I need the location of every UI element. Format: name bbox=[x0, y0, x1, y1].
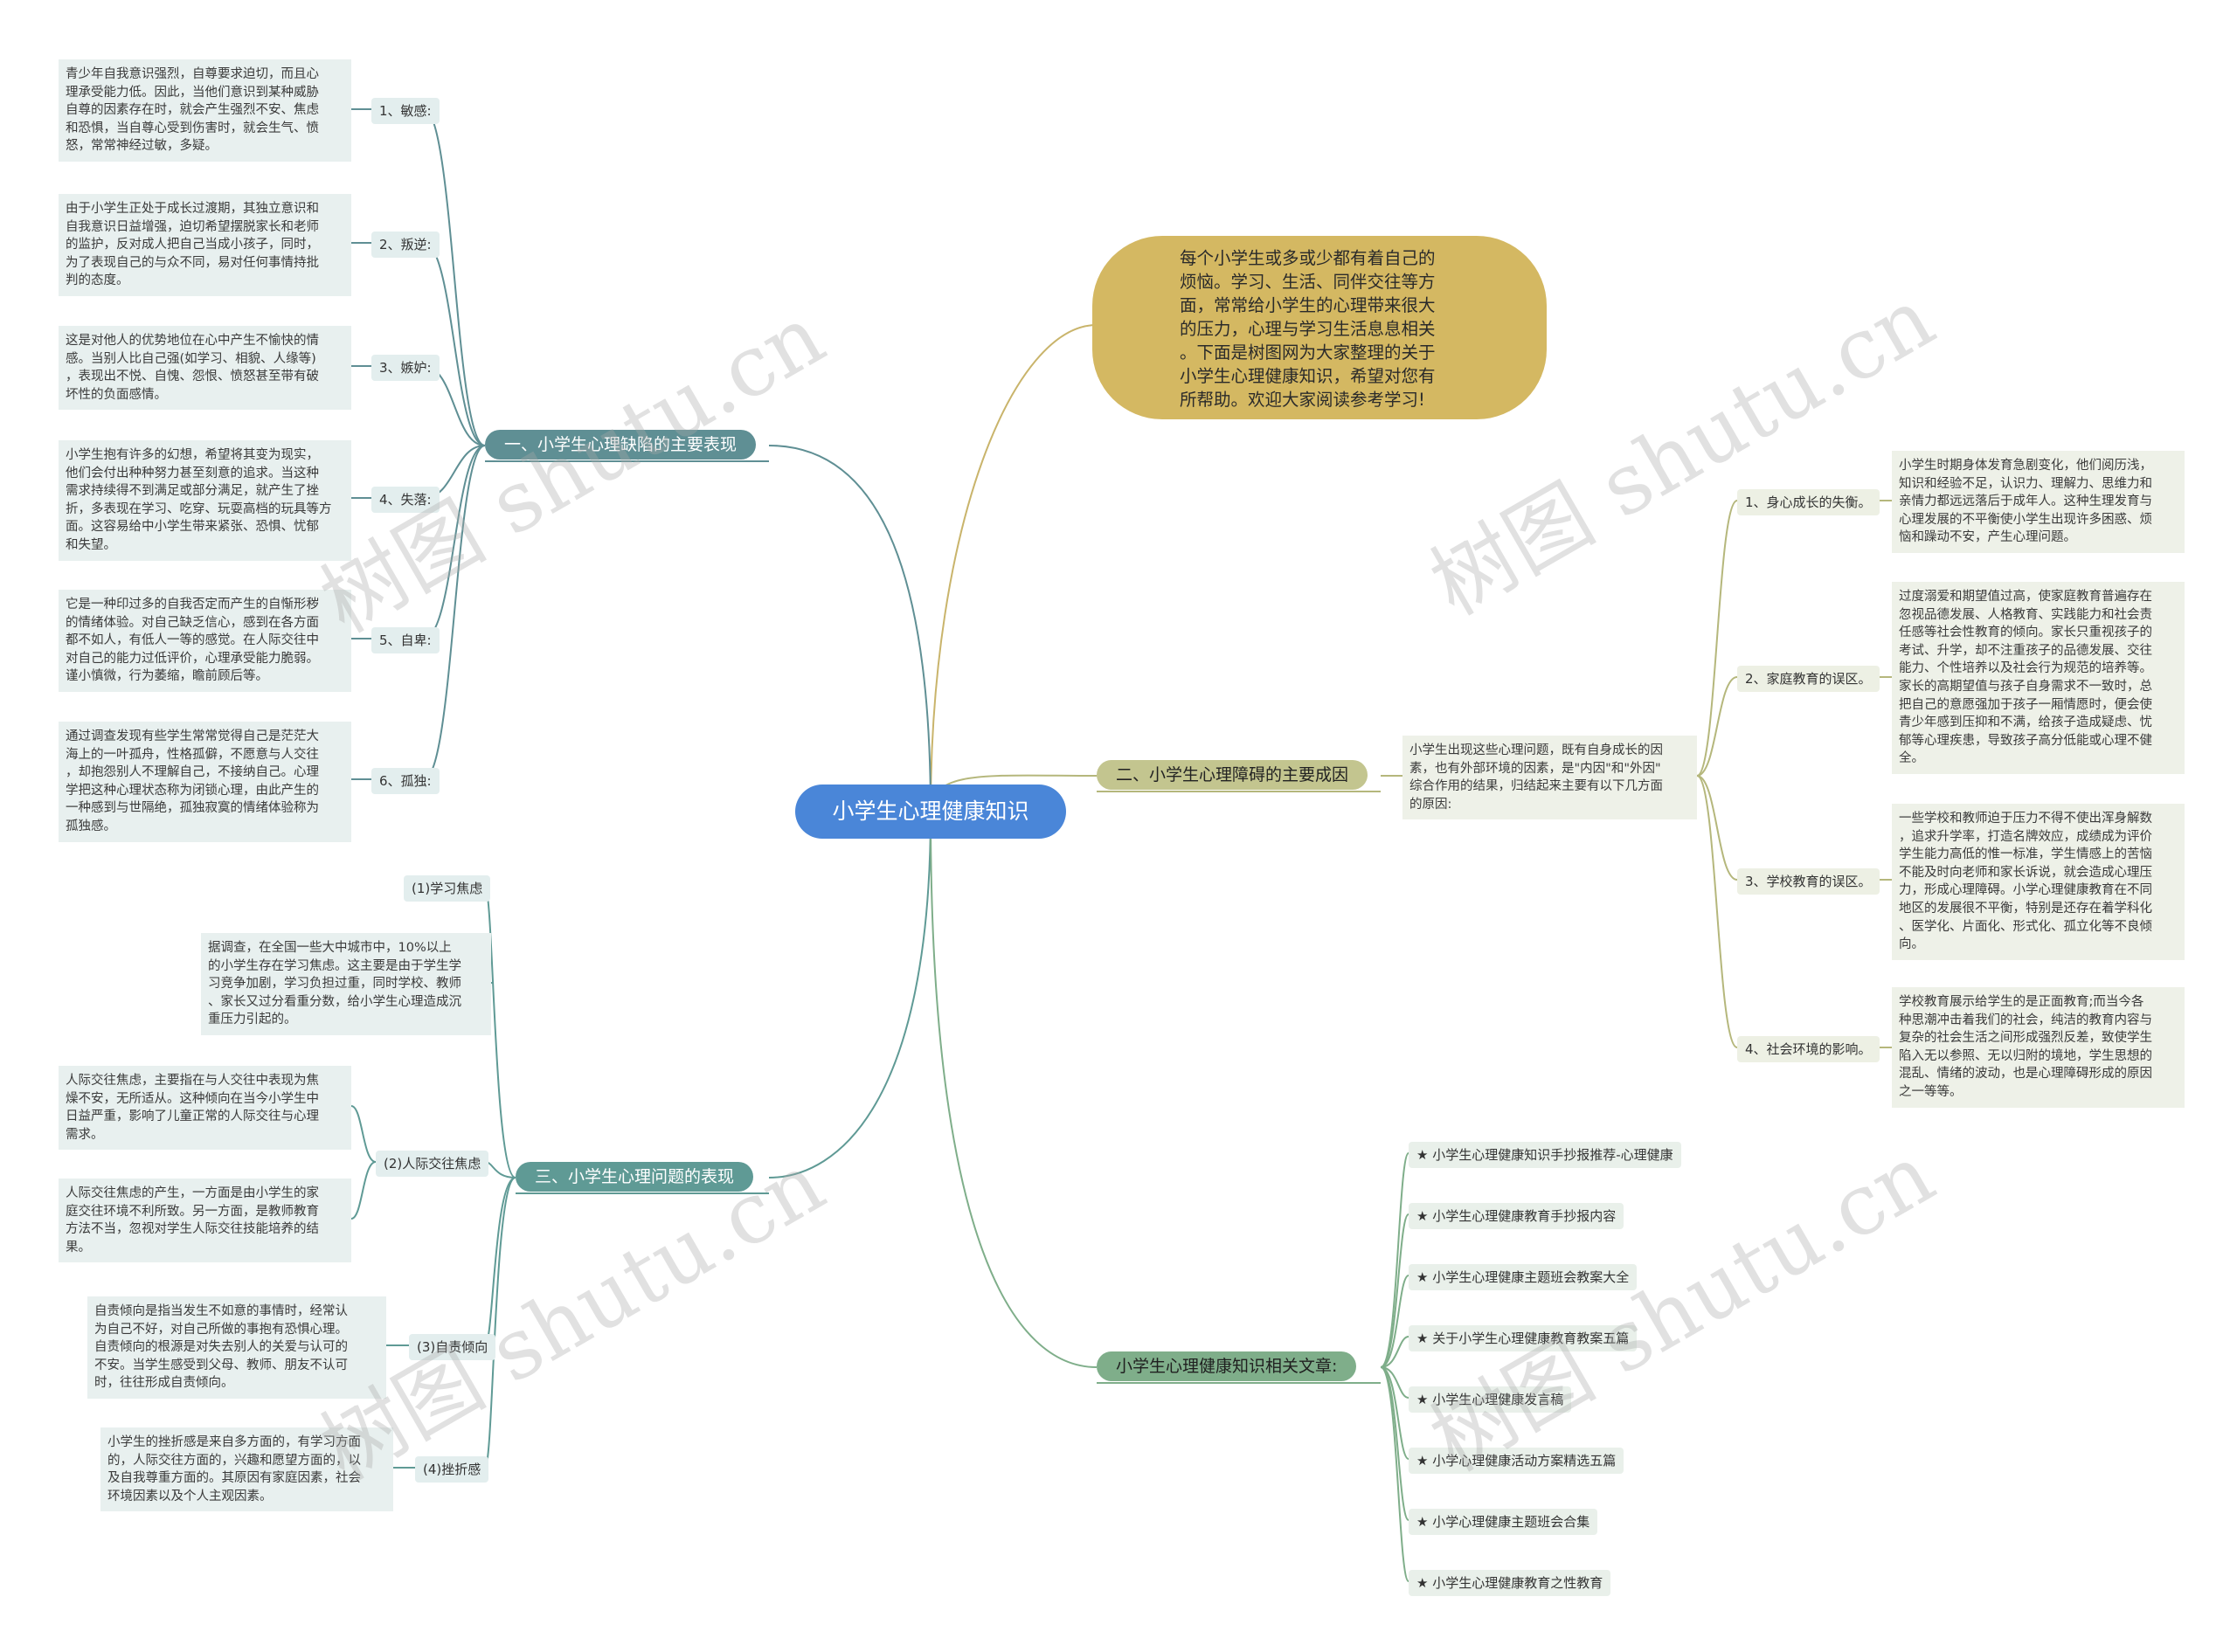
related-article-link[interactable]: ★ 小学生心理健康发言稿 bbox=[1409, 1386, 1572, 1413]
b2-item-label[interactable]: 3、学校教育的误区。 bbox=[1737, 868, 1880, 895]
b2-item-label[interactable]: 2、家庭教育的误区。 bbox=[1737, 666, 1880, 692]
branch-2-title[interactable]: 二、小学生心理障碍的主要成因 bbox=[1097, 760, 1368, 790]
b3-item-label[interactable]: (3)自责倾向 bbox=[409, 1334, 496, 1360]
b2-item-label[interactable]: 4、社会环境的影响。 bbox=[1737, 1036, 1880, 1062]
root-node[interactable]: 小学生心理健康知识 bbox=[795, 785, 1066, 839]
b1-item-text: 小学生抱有许多的幻想，希望将其变为现实， 他们会付出种种努力甚至刻意的追求。当这… bbox=[59, 440, 351, 561]
related-article-link[interactable]: ★ 小学生心理健康教育手抄报内容 bbox=[1409, 1203, 1624, 1229]
b3-item-text: 自责倾向是指当发生不如意的事情时，经常认 为自己不好，对自己所做的事抱有恐惧心理… bbox=[87, 1296, 386, 1399]
branch-4-title[interactable]: 小学生心理健康知识相关文章: bbox=[1097, 1351, 1357, 1381]
b3-item-label[interactable]: (2)人际交往焦虑 bbox=[376, 1151, 489, 1177]
b2-item-text: 小学生时期身体发育急剧变化，他们阅历浅， 知识和经验不足，认识力、理解力、思维力… bbox=[1892, 451, 2185, 553]
related-article-link[interactable]: ★ 小学生心理健康主题班会教案大全 bbox=[1409, 1264, 1638, 1290]
b3-item-text: 人际交往焦虑，主要指在与人交往中表现为焦 燥不安，无所适从。这种倾向在当今小学生… bbox=[59, 1066, 351, 1151]
branch-3-title[interactable]: 三、小学生心理问题的表现 bbox=[516, 1162, 754, 1192]
b1-item-label[interactable]: 4、失落: bbox=[371, 487, 440, 513]
b2-item-text: 学校教育展示给学生的是正面教育;而当今各 种思潮冲击着我们的社会，纯洁的教育内容… bbox=[1892, 987, 2185, 1108]
b3-item-label[interactable]: (4)挫折感 bbox=[415, 1456, 489, 1483]
related-article-link[interactable]: ★ 小学生心理健康知识手抄报推荐-心理健康 bbox=[1409, 1142, 1681, 1168]
b3-item-label[interactable]: (1)学习焦虑 bbox=[404, 875, 491, 902]
b1-item-label[interactable]: 2、叛逆: bbox=[371, 232, 440, 258]
b1-item-label[interactable]: 1、敏感: bbox=[371, 98, 440, 124]
branch-1-title[interactable]: 一、小学生心理缺陷的主要表现 bbox=[485, 430, 757, 460]
b1-item-text: 青少年自我意识强烈，自尊要求迫切，而且心 理承受能力低。因此，当他们意识到某种威… bbox=[59, 59, 351, 162]
b2-item-text: 一些学校和教师迫于压力不得不使出浑身解数 ，追求升学率，打造名牌效应，成绩成为评… bbox=[1892, 804, 2185, 960]
b3-item-text: 人际交往焦虑的产生，一方面是由小学生的家 庭交往环境不利所致。另一方面，是教师教… bbox=[59, 1179, 351, 1263]
b2-summary: 小学生出现这些心理问题，既有自身成长的因 素，也有外部环境的因素，是"内因"和"… bbox=[1402, 736, 1697, 820]
b3-item-text: 小学生的挫折感是来自多方面的，有学习方面 的，人际交往方面的，兴趣和愿望方面的，… bbox=[100, 1427, 393, 1512]
b1-item-label[interactable]: 3、嫉妒: bbox=[371, 355, 440, 381]
related-article-link[interactable]: ★ 关于小学生心理健康教育教案五篇 bbox=[1409, 1325, 1638, 1351]
b1-item-text: 通过调查发现有些学生常常觉得自己是茫茫大 海上的一叶孤舟，性格孤僻，不愿意与人交… bbox=[59, 722, 351, 842]
b1-item-text: 由于小学生正处于成长过渡期，其独立意识和 自我意识日益增强，迫切希望摆脱家长和老… bbox=[59, 194, 351, 296]
b1-item-text: 这是对他人的优势地位在心中产生不愉快的情 感。当别人比自己强(如学习、相貌、人缘… bbox=[59, 326, 351, 411]
b2-item-label[interactable]: 1、身心成长的失衡。 bbox=[1737, 489, 1880, 515]
intro-bubble: 每个小学生或多或少都有着自己的 烦恼。学习、生活、同伴交往等方 面，常常给小学生… bbox=[1092, 236, 1547, 419]
b3-item-text: 据调查，在全国一些大中城市中，10%以上 的小学生存在学习焦虑。这主要是由于学生… bbox=[201, 933, 491, 1035]
b1-item-label[interactable]: 5、自卑: bbox=[371, 627, 440, 653]
b2-item-text: 过度溺爱和期望值过高，使家庭教育普遍存在 忽视品德发展、人格教育、实践能力和社会… bbox=[1892, 582, 2185, 774]
b1-item-label[interactable]: 6、孤独: bbox=[371, 768, 440, 794]
b1-item-text: 它是一种印过多的自我否定而产生的自惭形秽 的情绪体验。对自己缺乏信心，感到在各方… bbox=[59, 590, 351, 692]
related-article-link[interactable]: ★ 小学心理健康活动方案精选五篇 bbox=[1409, 1448, 1624, 1474]
related-article-link[interactable]: ★ 小学生心理健康教育之性教育 bbox=[1409, 1570, 1611, 1596]
related-article-link[interactable]: ★ 小学心理健康主题班会合集 bbox=[1409, 1509, 1598, 1535]
